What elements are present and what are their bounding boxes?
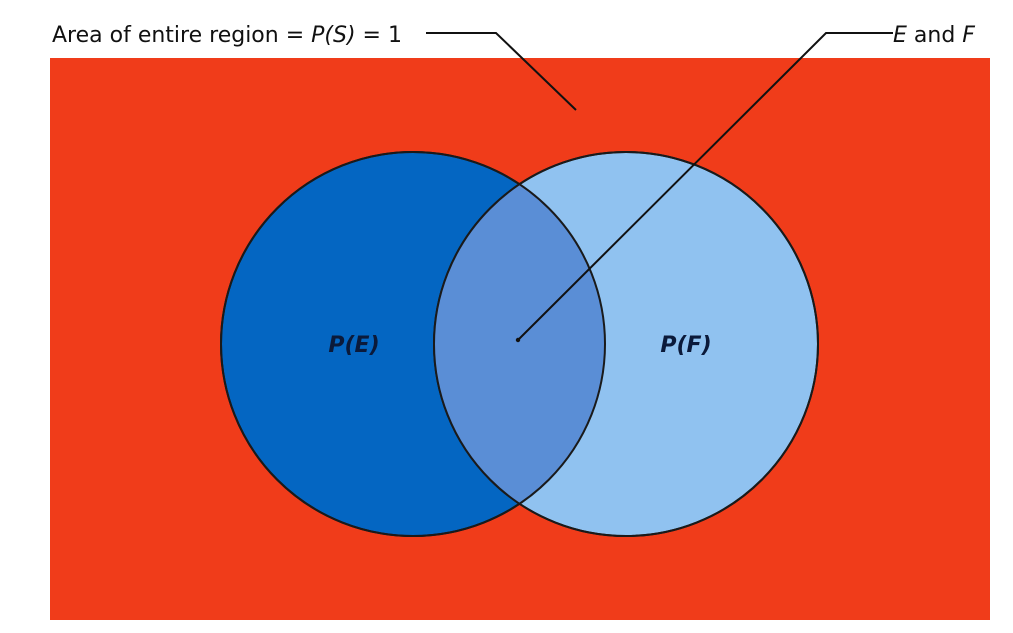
intersection-leader-dot	[515, 337, 521, 343]
circle-f-label: P(F)	[660, 333, 711, 358]
intersection-leader-line	[517, 32, 893, 341]
sample-space-leader-line	[426, 32, 577, 111]
circle-e-label: P(E)	[328, 333, 379, 358]
circle-e-outline	[220, 151, 606, 537]
intersection-e-f	[434, 152, 605, 536]
circle-f-outline	[433, 151, 819, 537]
sample-space-label: Area of entire region = P(S) = 1	[52, 23, 402, 48]
intersection-label: E and F	[893, 23, 975, 48]
